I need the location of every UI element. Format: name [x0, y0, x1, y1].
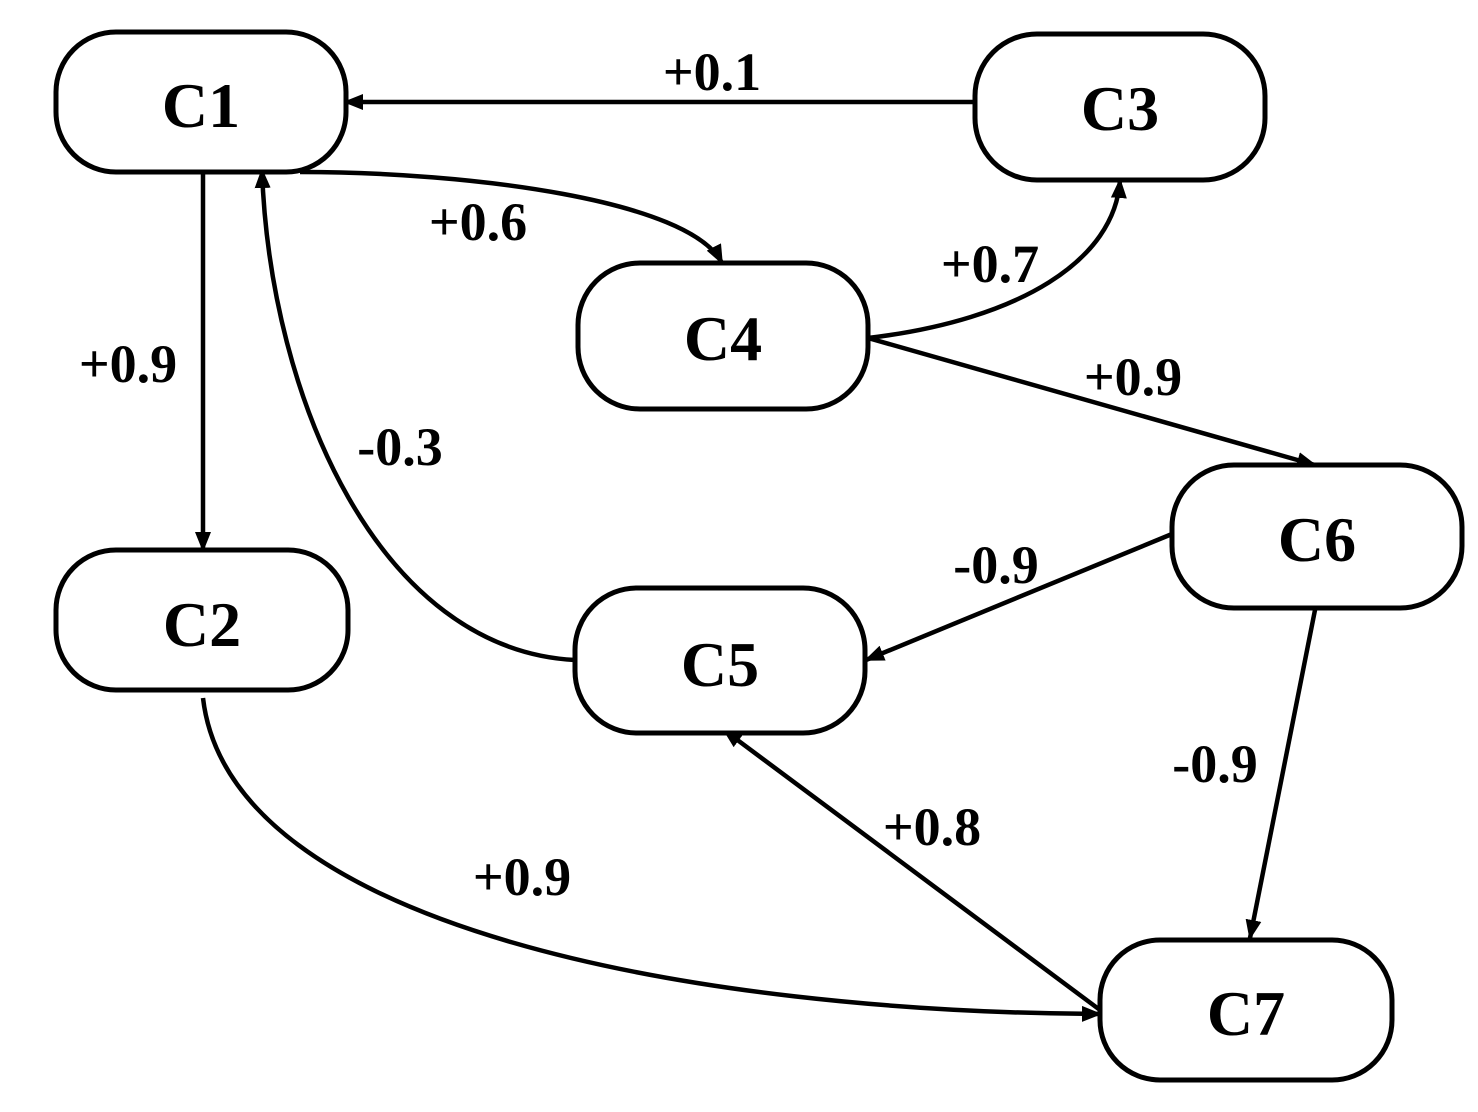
edge-c2-c7-weight: +0.9 [473, 847, 571, 907]
node-c2-label: C2 [163, 589, 241, 660]
node-c6: C6 [1169, 462, 1465, 611]
edge-c4-c6 [867, 335, 1317, 468]
edge-c3-c1-weight: +0.1 [663, 42, 761, 102]
node-c6-label: C6 [1278, 504, 1356, 575]
node-c4-label: C4 [684, 303, 762, 374]
edge-c6-c7 [1245, 609, 1318, 940]
edge-c1-c4 [299, 169, 725, 265]
node-c6-box [1169, 462, 1465, 611]
edges [195, 94, 1318, 1022]
edge-c6-c5-weight: -0.9 [953, 535, 1038, 595]
node-c1-box [53, 29, 349, 175]
node-c7: C7 [1097, 937, 1395, 1083]
edge-c6-c5 [864, 531, 1173, 663]
node-c7-box [1097, 937, 1395, 1083]
edge-c5-c1 [254, 168, 576, 663]
node-c4: C4 [575, 260, 871, 412]
edge-c7-c5-weight: +0.8 [883, 797, 981, 857]
node-c3-label: C3 [1081, 73, 1159, 144]
node-c3: C3 [972, 31, 1268, 183]
node-c2-box [53, 547, 351, 693]
node-c7-label: C7 [1207, 978, 1285, 1049]
edge-c5-c1-weight: -0.3 [357, 417, 442, 477]
node-c5: C5 [572, 585, 868, 736]
node-c1: C1 [53, 29, 349, 175]
edge-c1-c2-weight: +0.9 [79, 334, 177, 394]
edge-c1-c4-weight: +0.6 [429, 192, 527, 252]
node-c3-box [972, 31, 1268, 183]
edge-c4-c6-weight: +0.9 [1084, 347, 1182, 407]
node-c2: C2 [53, 547, 351, 693]
node-c5-label: C5 [681, 629, 759, 700]
edge-labels: +0.1 +0.6 +0.9 +0.7 +0.9 -0.3 -0.9 -0.9 … [79, 42, 1258, 907]
edge-c7-c5 [722, 728, 1102, 1012]
edge-c4-c3-weight: +0.7 [941, 234, 1039, 294]
node-c1-label: C1 [162, 70, 240, 141]
edge-c4-c3 [867, 178, 1127, 341]
node-c5-box [572, 585, 868, 736]
edge-c2-c7 [200, 697, 1102, 1022]
edge-c6-c7-weight: -0.9 [1172, 734, 1257, 794]
node-c4-box [575, 260, 871, 412]
